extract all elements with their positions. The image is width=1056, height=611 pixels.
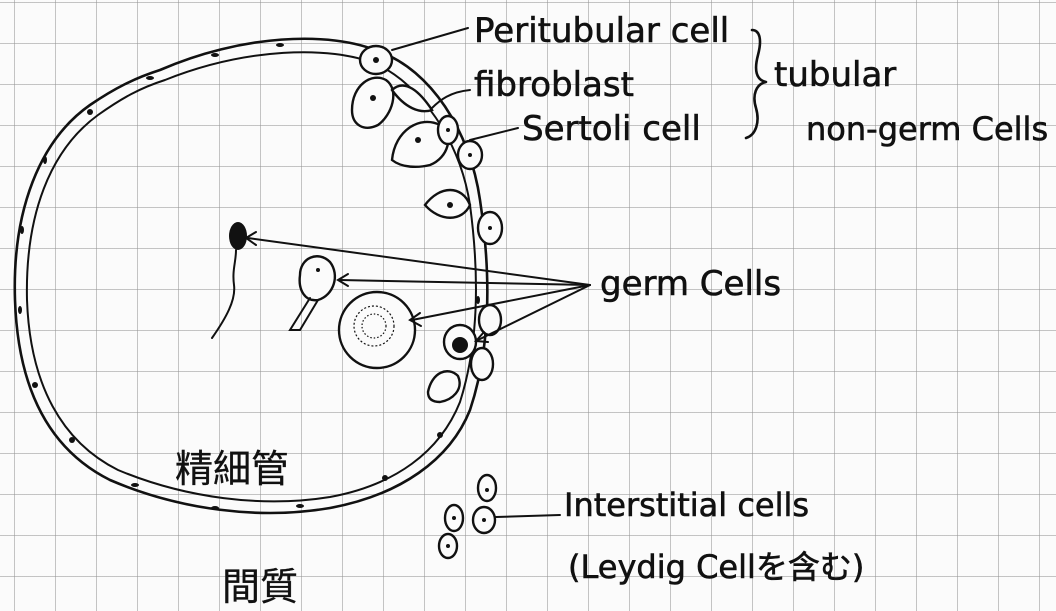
germ-cell-large <box>339 292 415 368</box>
label-tubular: tubular <box>774 55 896 95</box>
label-peritubular: Peritubular cell <box>474 11 729 51</box>
sertoli-cell-drawing <box>392 116 482 169</box>
tubule-wall-inner <box>27 52 476 501</box>
label-interstitium-jp: 間質 <box>222 565 298 609</box>
label-sertoli: Sertoli cell <box>522 109 701 149</box>
label-germ: germ Cells <box>600 264 781 304</box>
peritubular-cell-drawing <box>360 46 392 74</box>
germ-cell-spermatid <box>290 256 335 330</box>
tubular-brace <box>746 30 766 138</box>
germ-cell-dark <box>444 325 476 359</box>
wall-nuclei <box>18 43 480 510</box>
label-nongerm: non-germ Cells <box>806 110 1048 148</box>
germ-cell-sperm <box>212 222 247 338</box>
germ-arrows <box>246 232 590 342</box>
label-tubule-jp: 精細管 <box>175 447 289 491</box>
label-fibroblast: fibroblast <box>474 65 634 105</box>
sertoli-lower-drawing <box>425 190 502 402</box>
interstitial-cells-drawing <box>439 475 496 558</box>
label-leydig: (Leydig Cellを含む) <box>568 548 864 586</box>
label-interstitial: Interstitial cells <box>564 486 809 524</box>
fibroblast-drawing <box>352 78 432 128</box>
